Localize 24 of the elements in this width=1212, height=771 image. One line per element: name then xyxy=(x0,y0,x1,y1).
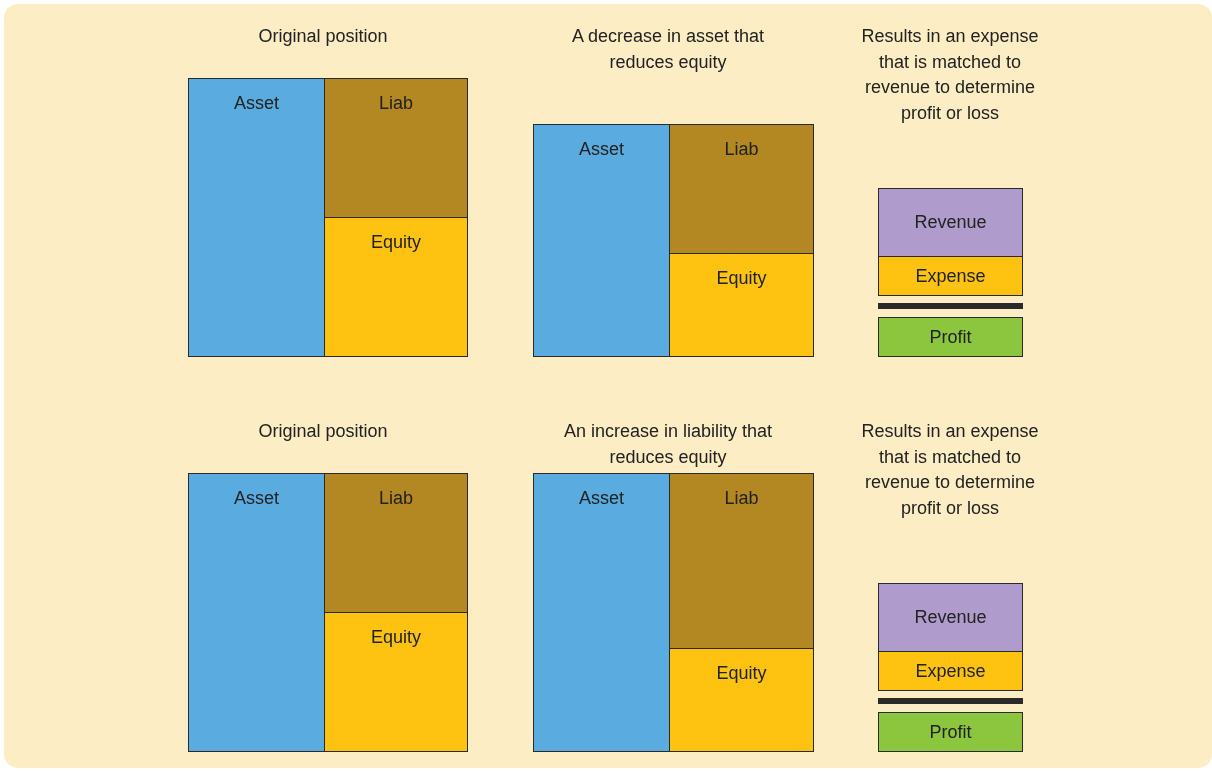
panel-heading: A decrease in asset that reduces equity xyxy=(570,25,766,74)
equity-block: Equity xyxy=(324,612,468,752)
liability-block: Liab xyxy=(669,473,814,649)
equity-block: Equity xyxy=(324,217,468,357)
expense-block: Expense xyxy=(878,256,1023,296)
panel-heading: Results in an expense that is matched to revenue to determine profit or loss xyxy=(860,420,1040,520)
liability-block: Liab xyxy=(324,473,468,613)
profit-block: Profit xyxy=(878,317,1023,357)
panel-heading: Results in an expense that is matched to revenue to determine profit or loss xyxy=(860,25,1040,125)
asset-block: Asset xyxy=(188,78,325,357)
expense-block: Expense xyxy=(878,651,1023,691)
profit-block: Profit xyxy=(878,712,1023,752)
equity-block: Equity xyxy=(669,253,814,357)
revenue-block: Revenue xyxy=(878,583,1023,652)
liability-block: Liab xyxy=(324,78,468,218)
panel-heading: An increase in liability that reduces equity xyxy=(562,420,774,469)
equity-block: Equity xyxy=(669,648,814,752)
panel-heading: Original position xyxy=(257,25,389,48)
panel-heading: Original position xyxy=(257,420,389,443)
asset-block: Asset xyxy=(188,473,325,752)
asset-block: Asset xyxy=(533,473,670,752)
revenue-block: Revenue xyxy=(878,188,1023,257)
asset-block: Asset xyxy=(533,124,670,357)
liability-block: Liab xyxy=(669,124,814,254)
